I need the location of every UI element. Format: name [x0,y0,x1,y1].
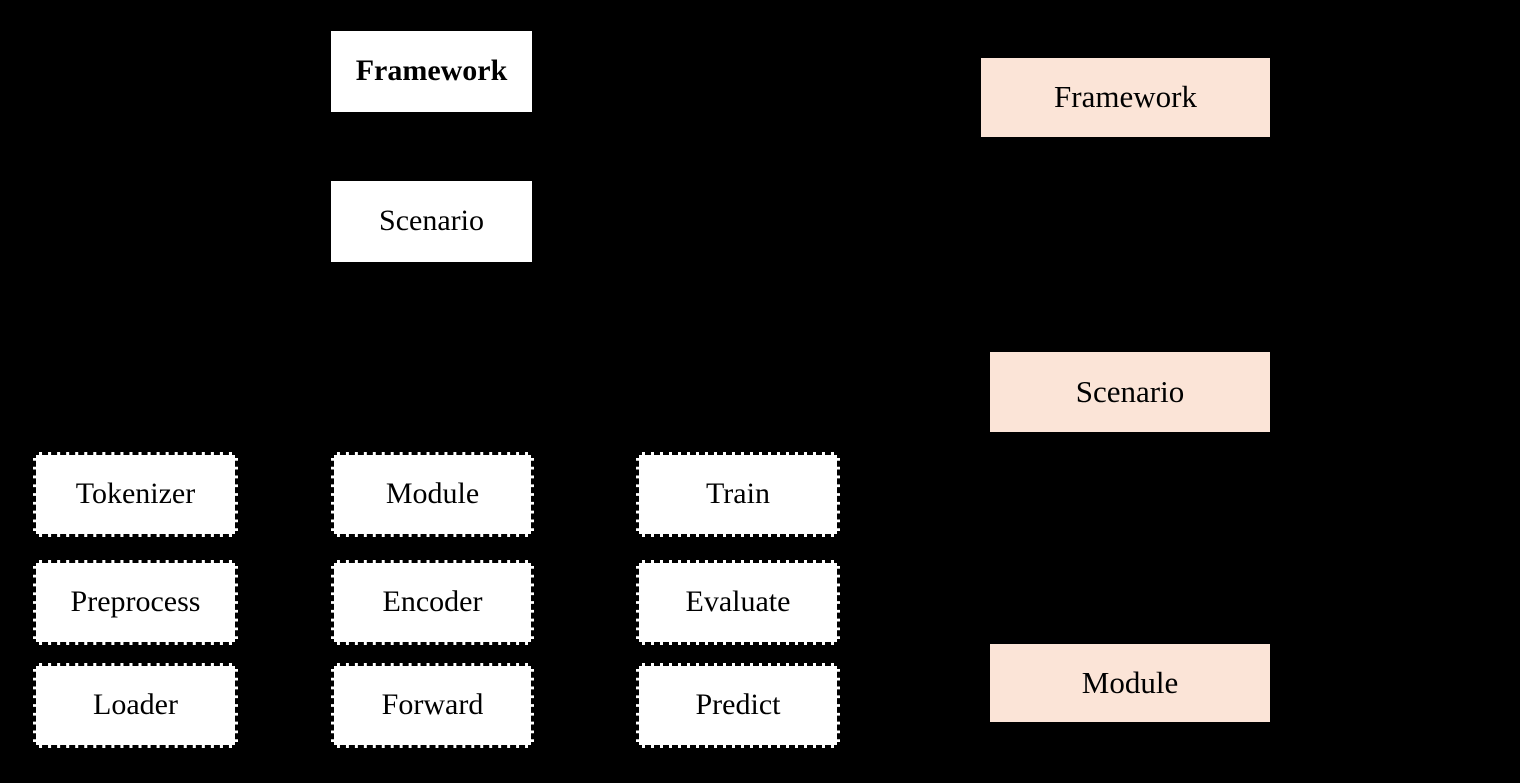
node-encoder-label: Encoder [382,584,483,618]
node-framework-solid-label: Framework [355,53,508,87]
node-preprocess-label: Preprocess [70,584,201,618]
node-encoder[interactable]: Encoder [331,560,534,645]
node-evaluate[interactable]: Evaluate [636,560,840,645]
node-loader-label: Loader [93,687,178,721]
node-evaluate-label: Evaluate [685,584,791,618]
node-train-label: Train [706,476,770,510]
node-predict-label: Predict [695,687,781,721]
node-preprocess[interactable]: Preprocess [33,560,238,645]
node-framework-peach-label: Framework [1054,79,1197,114]
node-tokenizer-label: Tokenizer [75,476,196,510]
node-forward[interactable]: Forward [331,663,534,748]
node-forward-label: Forward [381,687,484,721]
node-scenario-solid[interactable]: Scenario [331,181,532,262]
node-scenario-solid-label: Scenario [379,203,484,237]
node-module[interactable]: Module [331,452,534,537]
node-scenario-peach-label: Scenario [1075,373,1185,409]
node-train[interactable]: Train [636,452,840,537]
node-framework-peach[interactable]: Framework [981,58,1270,137]
node-module-peach[interactable]: Module [990,644,1270,722]
node-predict[interactable]: Predict [636,663,840,748]
node-framework-solid[interactable]: Framework [331,31,532,112]
node-module-peach-label: Module [1081,664,1179,700]
node-tokenizer[interactable]: Tokenizer [33,452,238,537]
node-loader[interactable]: Loader [33,663,238,748]
node-scenario-peach[interactable]: Scenario [990,352,1270,432]
node-module-label: Module [385,476,480,510]
